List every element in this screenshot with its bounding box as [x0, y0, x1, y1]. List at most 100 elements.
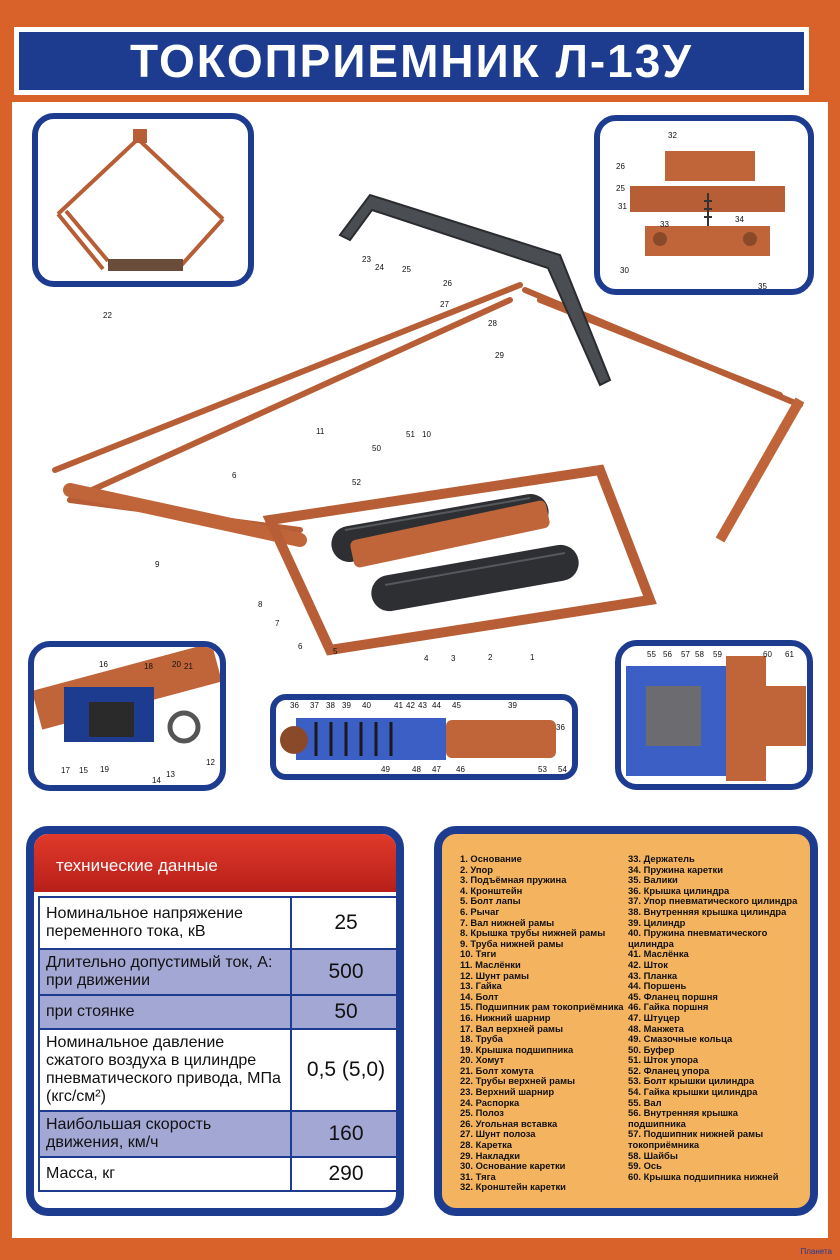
callout-26: 26: [616, 162, 625, 171]
right-frame: [828, 0, 840, 1260]
legend-item: 5. Болт лапы: [460, 895, 521, 907]
callout-18: 18: [144, 662, 153, 671]
callout-29: 29: [495, 351, 504, 360]
table-row: Длительно допустимый ток, А: при движени…: [38, 948, 396, 996]
legend-item: подшипника: [628, 1117, 686, 1129]
page-title: ТОКОПРИЕМНИК Л-13У: [130, 35, 693, 87]
callout-53: 53: [538, 765, 547, 774]
legend-item: 25. Полоз: [460, 1107, 504, 1119]
callout-12: 12: [206, 758, 215, 767]
callout-9: 9: [155, 560, 160, 569]
legend-item: токоприёмника: [628, 1139, 700, 1151]
spec-value: 160: [290, 1110, 396, 1158]
legend-item: 14. Болт: [460, 990, 499, 1002]
callout-3: 3: [451, 654, 456, 663]
legend-item: 8. Крышка трубы нижней рамы: [460, 927, 606, 939]
legend-item: 59. Ось: [628, 1160, 662, 1172]
callout-40: 40: [362, 701, 371, 710]
legend-item: 18. Труба: [460, 1033, 503, 1045]
callout-54: 54: [558, 765, 567, 774]
bottom-frame: [0, 1238, 840, 1260]
detail-lower-hinge: 16 18 20 21 17 15 14 19 13 12: [28, 641, 226, 791]
legend-item: 10. Тяги: [460, 948, 497, 960]
spec-value: 290: [290, 1156, 396, 1192]
callout-41: 41: [394, 701, 403, 710]
callout-49: 49: [381, 765, 390, 774]
callout-46: 46: [456, 765, 465, 774]
legend-item: 50. Буфер: [628, 1043, 675, 1055]
specs-table: Номинальное напряжение переменного тока,…: [38, 896, 396, 1192]
table-row: Масса, кг 290: [38, 1156, 396, 1192]
spec-value: 50: [290, 994, 396, 1030]
legend-item: 4. Кронштейн: [460, 884, 523, 896]
callout-1: 1: [530, 653, 535, 662]
spec-label: Номинальное напряжение переменного тока,…: [38, 896, 292, 950]
callout-39: 39: [342, 701, 351, 710]
callout-34: 34: [735, 215, 744, 224]
callout-30: 30: [620, 266, 629, 275]
callout-43: 43: [418, 701, 427, 710]
callout-32: 32: [668, 131, 677, 140]
legend-item: 22. Трубы верхней рамы: [460, 1075, 576, 1087]
callout-35: 35: [758, 282, 767, 289]
callout-6a: 6: [232, 471, 237, 480]
callout-60: 60: [763, 650, 772, 659]
callout-23: 23: [362, 255, 371, 264]
legend-item: 57. Подшипник нижней рамы: [628, 1128, 764, 1140]
legend-item: 7. Вал нижней рамы: [460, 916, 555, 928]
callout-25: 25: [616, 184, 625, 193]
table-row: Номинальное напряжение переменного тока,…: [38, 896, 396, 950]
specs-header: технические данные: [34, 834, 396, 892]
callout-31: 31: [618, 202, 627, 211]
table-row: Номинальное давление сжатого воздуха в ц…: [38, 1028, 396, 1112]
callout-8: 8: [258, 600, 263, 609]
legend-item: 31. Тяга: [460, 1170, 496, 1182]
legend-item: 9. Труба нижней рамы: [460, 937, 564, 949]
detail-lower-bearing: 55 56 57 58 59 60 61: [615, 640, 813, 790]
table-row: при стоянке 50: [38, 994, 396, 1030]
legend-item: 60. Крышка подшипника нижней: [628, 1170, 779, 1182]
callout-7: 7: [275, 619, 280, 628]
callout-21: 21: [184, 662, 193, 671]
detail-pantograph-frame: [32, 113, 254, 287]
callout-13: 13: [166, 770, 175, 779]
callout-28: 28: [488, 319, 497, 328]
callout-57: 57: [681, 650, 690, 659]
callout-37: 37: [310, 701, 319, 710]
callout-11: 11: [316, 427, 325, 436]
callout-42: 42: [406, 701, 415, 710]
legend-item: 37. Упор пневматического цилиндра: [628, 895, 798, 907]
legend-item: 16. Нижний шарнир: [460, 1011, 551, 1023]
callout-50: 50: [372, 444, 381, 453]
legend-item: цилиндра: [628, 937, 674, 949]
legend-item: 17. Вал верхней рамы: [460, 1022, 563, 1034]
legend-item: 54. Гайка крышки цилиндра: [628, 1086, 758, 1098]
spec-value: 25: [290, 896, 396, 950]
legend-item: 23. Верхний шарнир: [460, 1086, 555, 1098]
callout-47: 47: [432, 765, 441, 774]
legend-item: 32. Кронштейн каретки: [460, 1181, 566, 1193]
legend-item: 24. Распорка: [460, 1096, 520, 1108]
legend-item: 13. Гайка: [460, 980, 502, 992]
spec-label: при стоянке: [38, 994, 292, 1030]
callout-27: 27: [440, 300, 449, 309]
callout-5: 5: [333, 647, 338, 656]
callout-45: 45: [452, 701, 461, 710]
legend-item: 38. Внутренняя крышка цилиндра: [628, 905, 787, 917]
detail-cylinder: 36 37 38 39 40 41 42 43 44 45 39 36 54 4…: [270, 694, 578, 780]
callout-36: 36: [290, 701, 299, 710]
callout-38: 38: [326, 701, 335, 710]
spec-value: 0,5 (5,0): [290, 1028, 396, 1112]
legend-item: 43. Планка: [628, 969, 678, 981]
legend-item: 26. Угольная вставка: [460, 1117, 558, 1129]
hinge-sketch: 16 18 20 21 17 15 14 19 13 12: [34, 647, 220, 785]
legend-item: 44. Поршень: [628, 980, 687, 992]
legend-item: 55. Вал: [628, 1096, 662, 1108]
spec-label: Номинальное давление сжатого воздуха в ц…: [38, 1028, 292, 1112]
callout-17: 17: [61, 766, 70, 775]
legend-item: 42. Шток: [628, 958, 668, 970]
legend-item: 27. Шунт полоза: [460, 1128, 536, 1140]
legend-item: 2. Упор: [460, 863, 494, 875]
